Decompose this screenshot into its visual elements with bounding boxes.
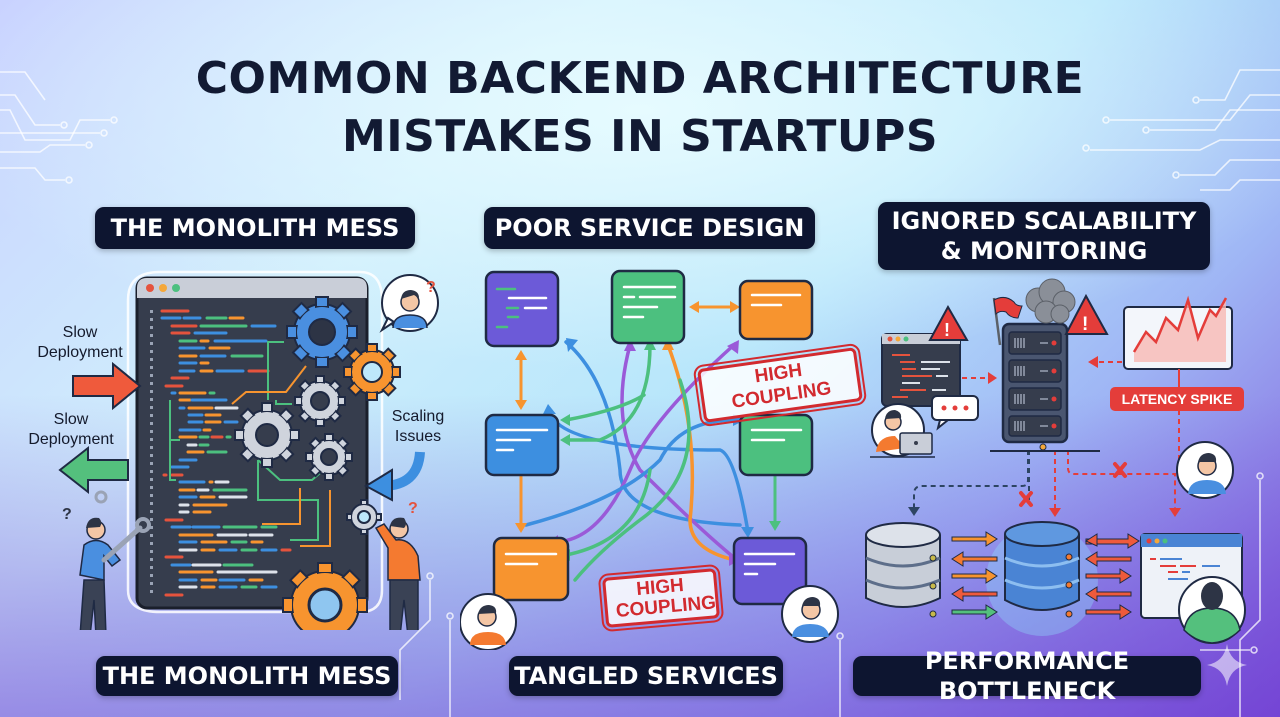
arrow-out-icon (58, 445, 129, 495)
monolith-footer: THE MONOLITH MESS (96, 656, 398, 696)
confused-person-icon: ? (379, 274, 439, 333)
scalability-footer: PERFORMANCE BOTTLENECK (853, 647, 1201, 705)
question-mark-icon: ? (408, 500, 418, 517)
slow-deployment-label-bottom: Slow Deployment (28, 411, 114, 448)
monolith-illustration: ? ? ? (58, 270, 439, 630)
services-header: POOR SERVICE DESIGN (484, 207, 815, 249)
gear-icon (282, 562, 368, 630)
scalability-header-line-2: & MONITORING (940, 237, 1148, 265)
confused-person-icon (781, 585, 839, 643)
person-with-wrench-icon: ? (62, 490, 151, 630)
database-icon (986, 521, 1098, 636)
monolith-header: THE MONOLITH MESS (95, 207, 415, 249)
high-coupling-stamp-bottom: HIGH COUPLING (597, 563, 725, 633)
confused-person-icon (460, 593, 517, 650)
frustrated-person-icon (1176, 441, 1234, 499)
person-with-gear-icon: ? (374, 500, 421, 630)
scalability-header: IGNORED SCALABILITY & MONITORING (878, 202, 1210, 270)
page-title: COMMON BACKEND ARCHITECTURE MISTAKES IN … (0, 50, 1280, 166)
code-window-icon (881, 333, 961, 407)
x-mark-icon (1019, 462, 1127, 507)
gear-icon (305, 433, 353, 481)
database-icon (865, 522, 941, 618)
server-rack-icon (990, 322, 1100, 452)
gear-icon (294, 375, 346, 427)
flag-icon (992, 296, 1023, 346)
slow-deployment-label-top: Slow Deployment (37, 324, 123, 361)
gear-icon (286, 296, 358, 368)
svg-text:!: ! (1082, 314, 1088, 335)
chat-bubble-icon (931, 395, 979, 431)
services-footer: TANGLED SERVICES (509, 656, 783, 696)
warning-icon: ! (1064, 293, 1109, 335)
arrow-in-icon (72, 361, 142, 411)
gear-icon (343, 343, 401, 401)
title-line-2: MISTAKES IN STARTUPS (341, 111, 939, 162)
title-line-1: COMMON BACKEND ARCHITECTURE (195, 53, 1085, 104)
gear-icon (346, 499, 382, 535)
developer-avatar-icon (1178, 576, 1246, 644)
developer-laptop-icon (871, 403, 933, 457)
sparkle-icon (1207, 644, 1247, 686)
smoke-icon (1025, 278, 1076, 324)
gear-icon (234, 402, 300, 468)
warning-icon: ! (928, 304, 969, 341)
question-mark-icon: ? (426, 279, 436, 296)
services-illustration (460, 269, 839, 650)
scalability-header-line-1: IGNORED SCALABILITY (891, 207, 1197, 235)
chart-spike-icon (1123, 295, 1233, 387)
latency-spike-badge: LATENCY SPIKE (1110, 387, 1244, 411)
svg-text:!: ! (944, 320, 950, 340)
scaling-issues-label: Scaling Issues (391, 408, 445, 445)
question-mark-icon: ? (62, 506, 72, 523)
curved-arrow-icon (363, 451, 425, 502)
scalability-illustration: ! (865, 278, 1246, 644)
